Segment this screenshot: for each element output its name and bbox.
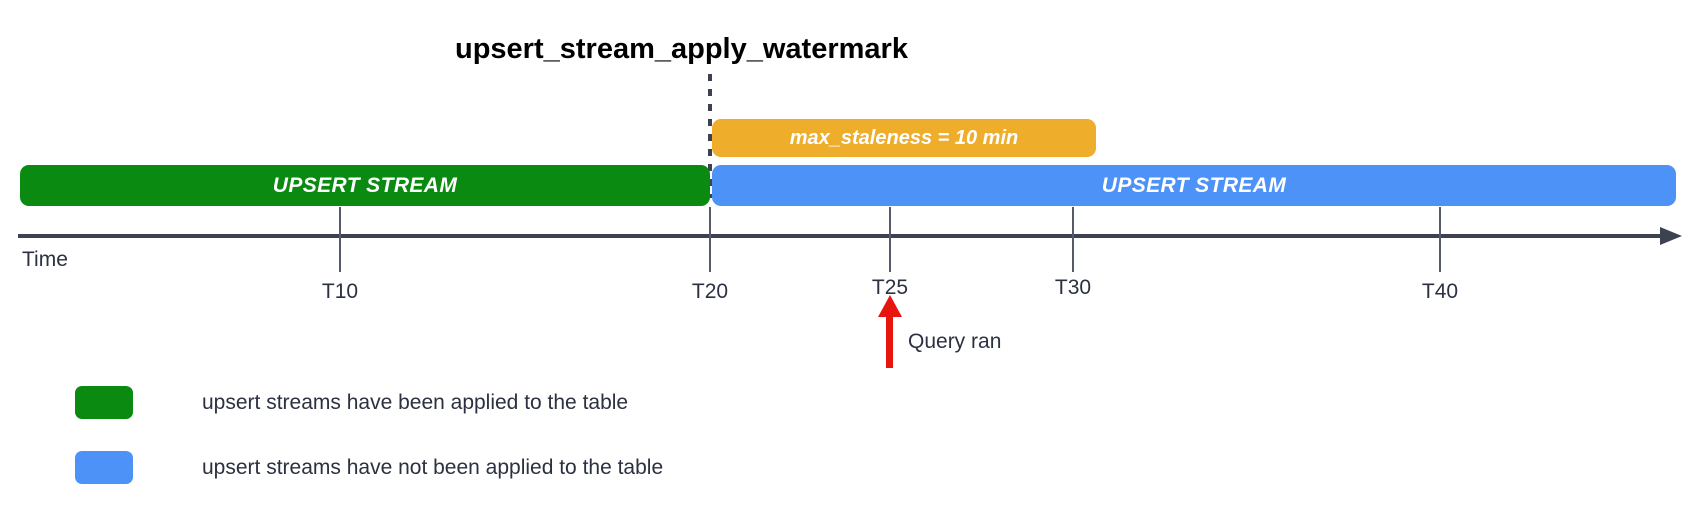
legend-item-applied: upsert streams have been applied to the … <box>75 386 628 419</box>
tick-mark-t20 <box>709 207 711 272</box>
watermark-dashed-line <box>708 74 712 198</box>
tick-label-t20: T20 <box>691 280 729 303</box>
time-axis-label: Time <box>22 248 68 271</box>
tick-label-t40: T40 <box>1421 280 1459 303</box>
max-staleness-bar: max_staleness = 10 min <box>712 119 1096 157</box>
upsert-stream-not-applied-label: UPSERT STREAM <box>1101 173 1287 197</box>
upsert-stream-not-applied-bar: UPSERT STREAM <box>712 165 1676 206</box>
legend-swatch-green <box>75 386 133 419</box>
legend-item-not-applied: upsert streams have not been applied to … <box>75 451 663 484</box>
tick-label-t10: T10 <box>321 280 359 303</box>
query-ran-arrow-icon <box>878 295 902 317</box>
legend-label-applied: upsert streams have been applied to the … <box>202 390 629 414</box>
time-axis-arrow-icon <box>1660 227 1682 245</box>
tick-mark-t30 <box>1072 207 1074 272</box>
upsert-stream-applied-label: UPSERT STREAM <box>272 173 458 197</box>
max-staleness-label: max_staleness = 10 min <box>789 126 1019 149</box>
query-ran-arrow-shaft <box>886 312 893 368</box>
tick-mark-t10 <box>339 207 341 272</box>
time-axis-line <box>18 234 1666 238</box>
tick-label-t25: T25 <box>871 276 909 299</box>
legend-label-not-applied: upsert streams have not been applied to … <box>202 455 664 479</box>
tick-mark-t25 <box>889 207 891 272</box>
upsert-stream-applied-bar: UPSERT STREAM <box>20 165 710 206</box>
query-ran-label: Query ran <box>908 330 1002 353</box>
legend-swatch-blue <box>75 451 133 484</box>
tick-label-t30: T30 <box>1054 276 1092 299</box>
diagram-title: upsert_stream_apply_watermark <box>455 33 908 65</box>
tick-mark-t40 <box>1439 207 1441 272</box>
